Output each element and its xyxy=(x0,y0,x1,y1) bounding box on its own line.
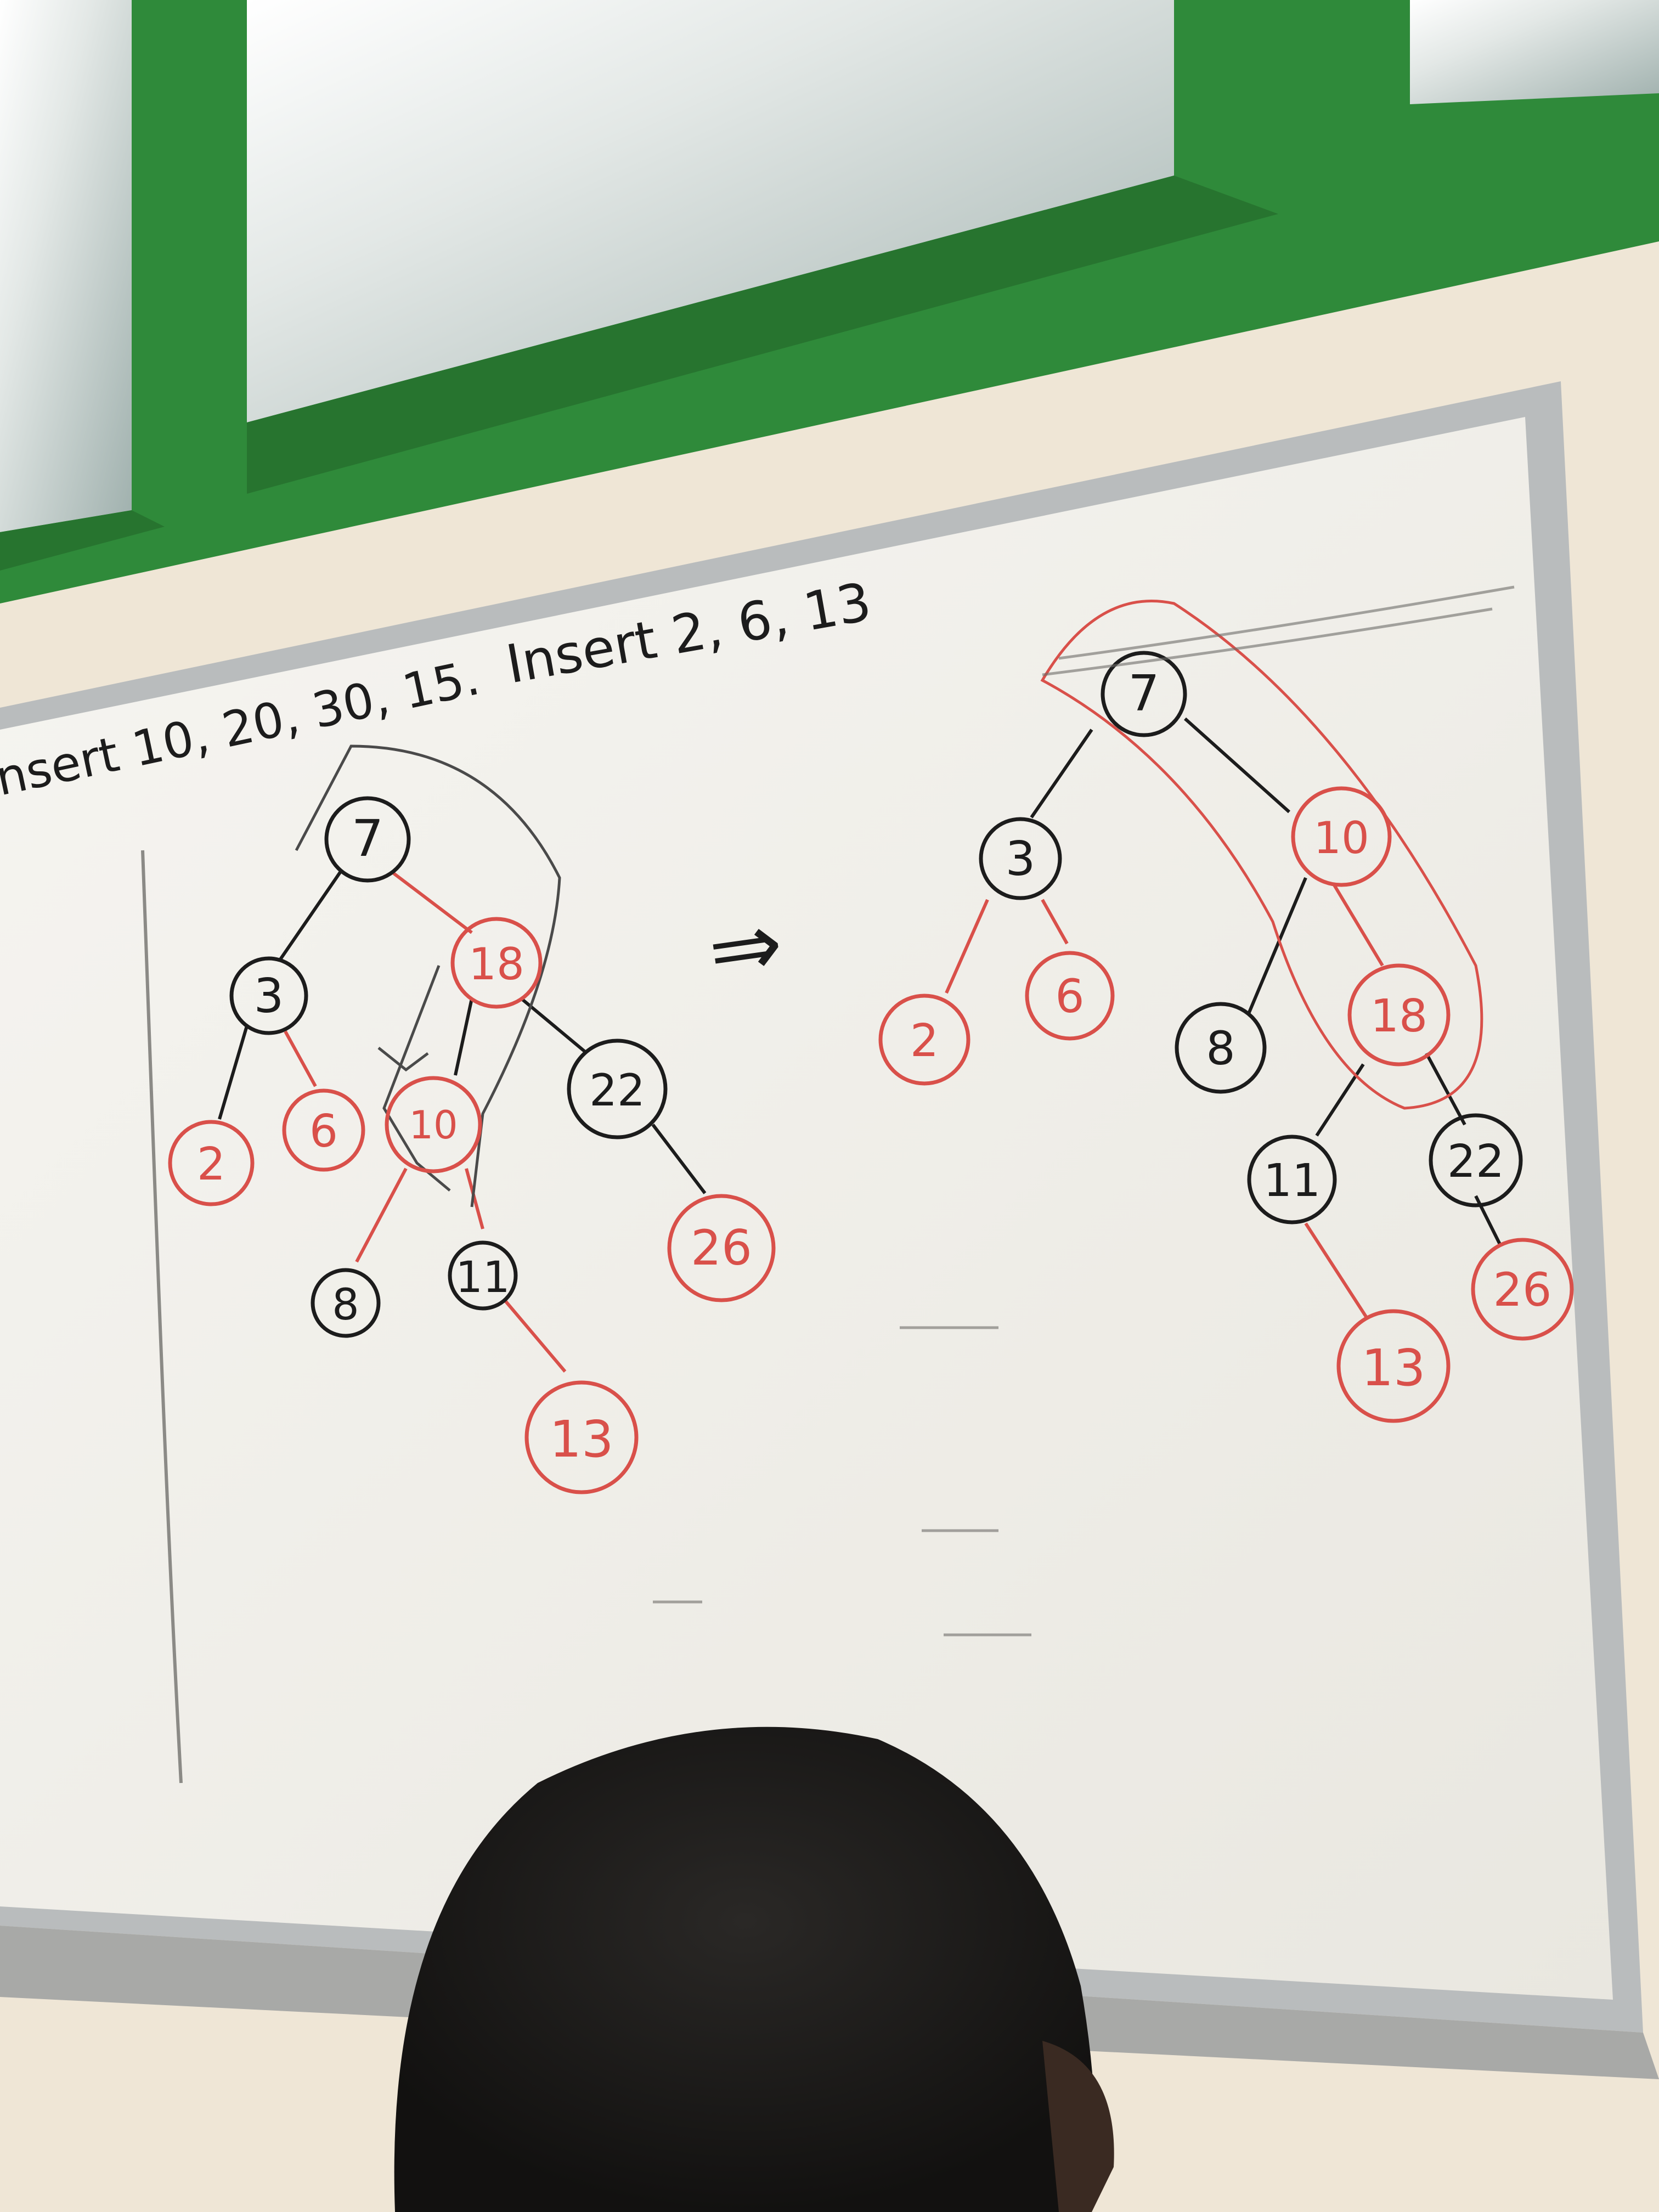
rotation-bracket xyxy=(295,744,561,1207)
node-10: 10 xyxy=(1291,786,1392,887)
svg-text:8: 8 xyxy=(1206,1022,1235,1075)
svg-text:6: 6 xyxy=(309,1105,338,1158)
svg-text:7: 7 xyxy=(352,809,384,868)
node-26: 26 xyxy=(1471,1238,1574,1341)
edges-before xyxy=(218,871,707,1373)
svg-text:22: 22 xyxy=(589,1065,645,1116)
window xyxy=(0,0,1659,603)
svg-text:7: 7 xyxy=(1128,665,1159,723)
svg-text:13: 13 xyxy=(1361,1339,1425,1397)
svg-text:11: 11 xyxy=(455,1253,510,1302)
transform-arrow: ⇒ xyxy=(702,891,789,1003)
node-18: 18 xyxy=(1347,963,1451,1066)
svg-text:8: 8 xyxy=(332,1280,359,1330)
svg-text:3: 3 xyxy=(254,969,284,1024)
node-11: 11 xyxy=(448,1240,518,1311)
node-11: 11 xyxy=(1247,1135,1337,1224)
path-highlight xyxy=(1040,600,1483,1110)
tree-before: 7 3 18 2 6 10 22 8 xyxy=(168,796,776,1494)
node-13: 13 xyxy=(1336,1309,1451,1423)
node-2: 2 xyxy=(168,1120,255,1206)
svg-text:10: 10 xyxy=(409,1103,458,1148)
node-13: 13 xyxy=(524,1380,639,1494)
node-22: 22 xyxy=(567,1039,668,1139)
svg-text:22: 22 xyxy=(1447,1136,1504,1188)
node-3: 3 xyxy=(229,956,308,1035)
svg-text:26: 26 xyxy=(1493,1263,1552,1317)
node-10: 10 xyxy=(385,1076,482,1173)
svg-text:3: 3 xyxy=(1006,832,1036,887)
node-7: 7 xyxy=(1101,651,1187,737)
svg-text:2: 2 xyxy=(910,1015,939,1067)
whiteboard xyxy=(0,381,1659,2079)
tree-after: 7 3 10 2 6 8 18 11 xyxy=(878,651,1574,1423)
node-3: 3 xyxy=(979,817,1062,900)
eraser-smudges xyxy=(653,585,1515,1637)
svg-text:6: 6 xyxy=(1055,969,1084,1023)
node-18: 18 xyxy=(450,917,543,1009)
node-22: 22 xyxy=(1429,1113,1523,1207)
node-8: 8 xyxy=(311,1268,381,1338)
svg-text:18: 18 xyxy=(1370,990,1427,1042)
svg-text:26: 26 xyxy=(691,1220,752,1276)
node-6: 6 xyxy=(1025,951,1115,1041)
svg-text:10: 10 xyxy=(1313,812,1369,864)
node-7: 7 xyxy=(324,796,411,883)
svg-text:11: 11 xyxy=(1263,1155,1321,1207)
node-26: 26 xyxy=(667,1194,776,1302)
node-6: 6 xyxy=(282,1088,365,1172)
svg-text:13: 13 xyxy=(549,1410,613,1469)
person-head xyxy=(394,1726,1114,2212)
svg-text:18: 18 xyxy=(469,939,524,990)
divider-line xyxy=(141,850,183,1784)
svg-text:2: 2 xyxy=(197,1138,225,1190)
node-2: 2 xyxy=(878,994,970,1086)
node-8: 8 xyxy=(1175,1002,1267,1094)
